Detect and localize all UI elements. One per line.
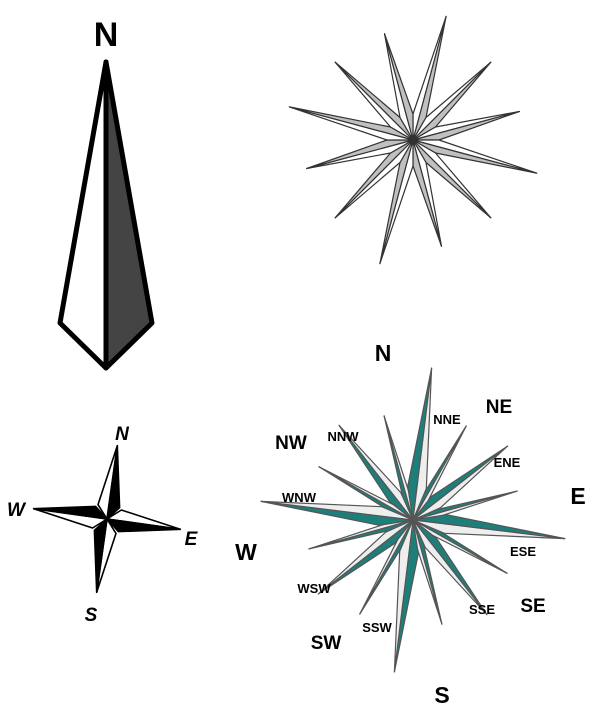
rose-label-se: SE [520, 596, 545, 617]
simple-compass-e-label: E [185, 529, 199, 550]
rose-label-ssw: SSW [362, 620, 392, 635]
simple-compass-point-3-right [32, 505, 108, 520]
compass-rose-point-0-right [412, 367, 433, 521]
compass-rose-point-10-right [317, 519, 414, 595]
rose-label-w: W [235, 539, 257, 565]
rose-label-nw: NW [275, 433, 307, 454]
compass-rose-point-14-right [338, 424, 414, 521]
compass-rose-point-8-right [393, 519, 414, 673]
simple-compass-point-1-right [106, 518, 182, 533]
compass-rose [260, 367, 566, 673]
compass-rose-point-4-right [412, 519, 566, 540]
compass-rose-point-2-right [412, 445, 509, 521]
rose-label-e: E [570, 483, 585, 509]
compass-rose-point-12-right [260, 500, 414, 521]
compass-rose-labels: N E S W NE SE SW NW NNE ENE ESE SSE SSW … [235, 340, 586, 708]
simple-compass [32, 444, 182, 594]
simple-compass-s-label: S [85, 605, 98, 626]
simple-compass-point-0-right [106, 444, 121, 520]
north-arrow-n-label: N [94, 16, 119, 54]
star-compass-point-11-right [383, 33, 414, 141]
north-arrow-dark-half [103, 59, 155, 371]
rose-label-ese: ESE [510, 544, 536, 559]
rose-label-ene: ENE [494, 455, 521, 470]
rose-label-wsw: WSW [297, 581, 331, 596]
simple-compass-labels: N E S W [7, 424, 199, 626]
rose-label-wnw: WNW [282, 490, 317, 505]
compass-rose-point-6-right [412, 519, 488, 616]
simple-compass-point-2-right [93, 518, 108, 594]
rose-label-nne: NNE [433, 412, 461, 427]
rose-label-sse: SSE [469, 602, 495, 617]
rose-label-nnw: NNW [327, 429, 359, 444]
simple-compass-n-label: N [115, 424, 130, 445]
north-arrow-light-half [57, 59, 109, 371]
rose-label-s: S [434, 682, 449, 708]
rose-label-ne: NE [486, 397, 512, 418]
north-arrow: N [57, 16, 155, 371]
simple-compass-w-label: W [7, 500, 27, 521]
rose-label-sw: SW [311, 633, 342, 654]
rose-label-n: N [375, 340, 392, 366]
star-compass [288, 15, 538, 265]
